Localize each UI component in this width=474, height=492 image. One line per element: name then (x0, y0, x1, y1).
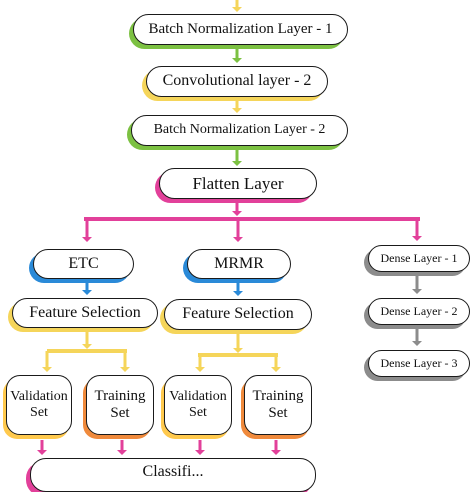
node-label: Batch Normalization Layer - 1 (148, 20, 333, 37)
arrow-etc-to-fs-head (82, 290, 92, 295)
node-label-line2: Set (30, 405, 48, 420)
node-validation-set-etc: Validation Set (6, 375, 72, 435)
node-label-line1: Validation (10, 388, 68, 404)
node-feature-selection-etc: Feature Selection (12, 298, 158, 328)
arrow-mrmr-to-fs-head (233, 291, 243, 296)
arrow-cv2-to-bn2-head (232, 108, 242, 113)
node-flatten-layer: Flatten Layer (159, 168, 317, 199)
node-label: ETC (68, 254, 99, 272)
node-label-line2: Set (189, 405, 207, 420)
node-feature-selection-mrmr: Feature Selection (164, 299, 312, 330)
arrow-fs1-down-head (82, 344, 92, 349)
node-label: Dense Layer - 2 (380, 303, 458, 318)
node-label: Dense Layer - 1 (380, 250, 458, 265)
arrow-bn2-to-flatten-head (232, 161, 242, 166)
node-label-line2: Set (268, 405, 288, 421)
arrow-to-training-1-head (120, 367, 130, 372)
node-label: Flatten Layer (192, 173, 284, 193)
node-batch-normalization-layer-2: Batch Normalization Layer - 2 (131, 115, 348, 146)
node-label: Convolutional layer - 2 (162, 72, 312, 90)
arrow-to-training-2-head (271, 367, 281, 372)
node-dense-layer-2: Dense Layer - 2 (368, 298, 470, 325)
node-dense-layer-3: Dense Layer - 3 (368, 350, 470, 377)
arrow-dense1-to-dense2-head (412, 289, 422, 294)
node-label-line2: Set (110, 405, 130, 421)
arrow-to-etc-head (82, 237, 92, 242)
node-validation-set-mrmr: Validation Set (164, 375, 232, 435)
arrow-vs2-to-classifier-head (195, 450, 205, 455)
node-label: Batch Normalization Layer - 2 (153, 122, 326, 138)
arrow-to-dense1-head (412, 236, 422, 241)
node-label: Feature Selection (182, 305, 294, 323)
node-etc: ETC (33, 249, 134, 279)
arrow-ts1-to-classifier-head (117, 450, 127, 455)
node-dense-layer-1: Dense Layer - 1 (368, 245, 470, 272)
arrow-to-validation-2-head (195, 367, 205, 372)
flowchart: Batch Normalization Layer - 1 Convolutio… (6, 0, 470, 492)
node-classifier: Classifi... (30, 458, 316, 492)
node-label-line1: Validation (169, 388, 227, 404)
arrow-into-bn1-head (232, 7, 242, 12)
arrow-vs1-to-classifier-head (37, 450, 47, 455)
node-mrmr: MRMR (187, 249, 291, 279)
node-label: MRMR (214, 254, 264, 272)
node-label: Feature Selection (29, 303, 141, 321)
arrow-dense2-to-dense3-head (412, 341, 422, 346)
arrow-to-validation-1-head (42, 367, 52, 372)
node-label: Classifi... (142, 463, 204, 480)
arrow-bn1-to-cv2-head (232, 58, 242, 63)
arrow-to-mrmr-head (233, 237, 243, 242)
node-label: Dense Layer - 3 (380, 355, 458, 370)
node-label-line1: Training (94, 387, 146, 404)
arrow-flatten-down-head (232, 211, 242, 216)
arrow-ts2-to-classifier-head (271, 450, 281, 455)
connector-layer (37, 0, 422, 455)
node-batch-normalization-layer-1: Batch Normalization Layer - 1 (133, 14, 348, 45)
node-training-set-etc: Training Set (86, 375, 154, 435)
arrow-fs2-down-head (233, 348, 243, 353)
node-label-line1: Training (252, 387, 304, 404)
node-convolutional-layer-2: Convolutional layer - 2 (146, 66, 328, 97)
node-training-set-mrmr: Training Set (244, 375, 312, 435)
